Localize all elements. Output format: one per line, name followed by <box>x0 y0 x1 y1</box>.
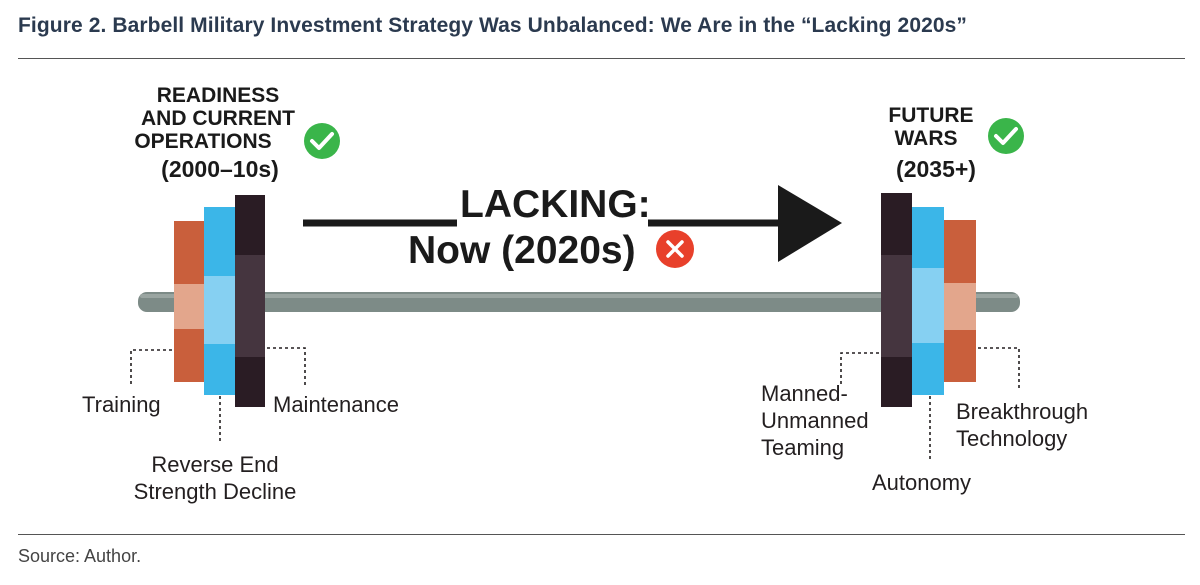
cross-icon <box>656 230 694 268</box>
reverse-label-line2: Strength Decline <box>133 479 297 504</box>
bottom-rule <box>18 534 1185 535</box>
manned-label-line2: Unmanned <box>761 408 869 433</box>
manned-label-line3: Teaming <box>761 435 845 460</box>
reverse-label-line1: Reverse End <box>151 452 279 477</box>
source-note: Source: Author. <box>18 546 142 566</box>
reverse-end-strength-label: Reverse End Strength Decline <box>120 451 310 505</box>
left-period-years: (2000–10s) <box>161 156 279 182</box>
left-period-label: READINESS AND CURRENT OPERATIONS <box>128 84 308 153</box>
maintenance-label: Maintenance <box>273 392 399 417</box>
now-label: Now (2020s) <box>408 229 636 272</box>
left-check-icon <box>304 123 340 159</box>
left-plate-reverse-end-strength <box>204 207 235 395</box>
manned-label-line1: Manned- <box>761 381 848 406</box>
right-plate-breakthrough <box>944 220 976 382</box>
training-label: Training <box>82 392 161 417</box>
arrow-head-icon <box>778 185 842 262</box>
left-period-line1: READINESS <box>156 84 280 107</box>
top-rule <box>18 58 1185 59</box>
right-check-icon <box>988 118 1024 154</box>
right-period-line1: FUTURE <box>888 104 974 127</box>
training-leader <box>130 349 172 385</box>
right-period-years: (2035+) <box>896 156 976 182</box>
maintenance-leader <box>267 347 306 385</box>
figure-title: Figure 2. Barbell Military Investment St… <box>18 14 968 37</box>
breakthrough-leader <box>978 347 1020 388</box>
breakthrough-label-line2: Technology <box>956 426 1068 451</box>
left-period-line2: AND CURRENT <box>141 107 295 130</box>
left-period-line3: OPERATIONS <box>134 130 272 153</box>
manned-leader <box>840 352 879 385</box>
left-plate-training <box>174 221 204 382</box>
autonomy-label: Autonomy <box>872 470 972 495</box>
left-plate-maintenance <box>235 195 265 407</box>
breakthrough-technology-label: Breakthrough Technology <box>956 398 1088 452</box>
right-plate-manned-unmanned <box>881 193 912 407</box>
right-period-label: FUTURE WARS <box>856 104 1016 150</box>
manned-unmanned-label: Manned- Unmanned Teaming <box>761 380 869 461</box>
right-plate-autonomy <box>912 207 944 395</box>
breakthrough-label-line1: Breakthrough <box>956 399 1089 424</box>
right-period-line2: WARS <box>894 127 958 150</box>
lacking-label: LACKING: <box>460 183 651 226</box>
